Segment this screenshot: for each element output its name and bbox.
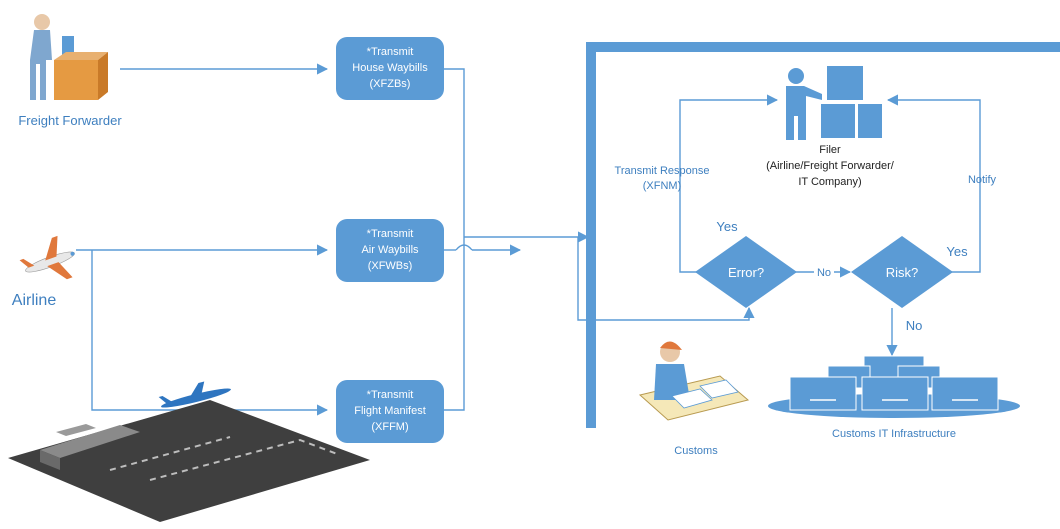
- house-waybills-line2: House Waybills: [352, 62, 428, 74]
- transmit-air-waybills-box: *Transmit Air Waybills (XFWBs): [336, 219, 444, 282]
- filer-title: Filer: [819, 144, 841, 156]
- person-with-boxes-icon: [786, 66, 882, 140]
- air-waybills-line3: (XFWBs): [368, 260, 413, 272]
- edge-transmit-response: [679, 94, 779, 273]
- edge-hop: [455, 244, 473, 251]
- transmit-response-label-2: (XFNM): [643, 180, 682, 192]
- connectors: [76, 63, 981, 416]
- transmit-flight-manifest-box: *Transmit Flight Manifest (XFFM): [336, 380, 444, 443]
- edge-to-error: [577, 237, 755, 321]
- flight-manifest-line3: (XFFM): [371, 421, 408, 433]
- notify-label: Notify: [968, 174, 997, 186]
- risk-label: Risk?: [886, 265, 919, 280]
- filer-line2: (Airline/Freight Forwarder/: [766, 160, 895, 172]
- flight-manifest-line2: Flight Manifest: [354, 405, 426, 417]
- freight-forwarder-label: Freight Forwarder: [18, 113, 122, 128]
- airline-label: Airline: [12, 292, 57, 309]
- house-waybills-line1: *Transmit: [367, 46, 414, 58]
- edge-notify: [886, 94, 981, 273]
- house-waybills-line3: (XFZBs): [370, 78, 411, 90]
- air-waybills-line2: Air Waybills: [361, 244, 419, 256]
- filer-line3: IT Company): [798, 176, 861, 188]
- customs-it-label: Customs IT Infrastructure: [832, 428, 956, 440]
- error-no-label: No: [817, 267, 831, 279]
- customs-officer-icon: [638, 341, 750, 421]
- risk-decision: Risk?: [851, 236, 953, 308]
- risk-yes-label: Yes: [946, 244, 968, 259]
- error-decision: Error?: [695, 236, 797, 308]
- error-label: Error?: [728, 265, 764, 280]
- edge-airline-to-flight-manifest: [91, 250, 329, 416]
- transmit-response-label-1: Transmit Response: [615, 165, 710, 177]
- airport-icon: [8, 381, 370, 522]
- customs-boundary: [586, 42, 1060, 428]
- airplane-icon: [19, 235, 75, 280]
- edge-collector: [444, 68, 465, 411]
- error-yes-label: Yes: [716, 219, 738, 234]
- transmit-house-waybills-box: *Transmit House Waybills (XFZBs): [336, 37, 444, 100]
- server-rack-icon: [768, 355, 1020, 418]
- person-with-box-icon: [30, 14, 108, 100]
- air-waybills-line1: *Transmit: [367, 228, 414, 240]
- flight-manifest-line1: *Transmit: [367, 389, 414, 401]
- risk-no-label: No: [906, 318, 923, 333]
- customs-label: Customs: [674, 445, 718, 457]
